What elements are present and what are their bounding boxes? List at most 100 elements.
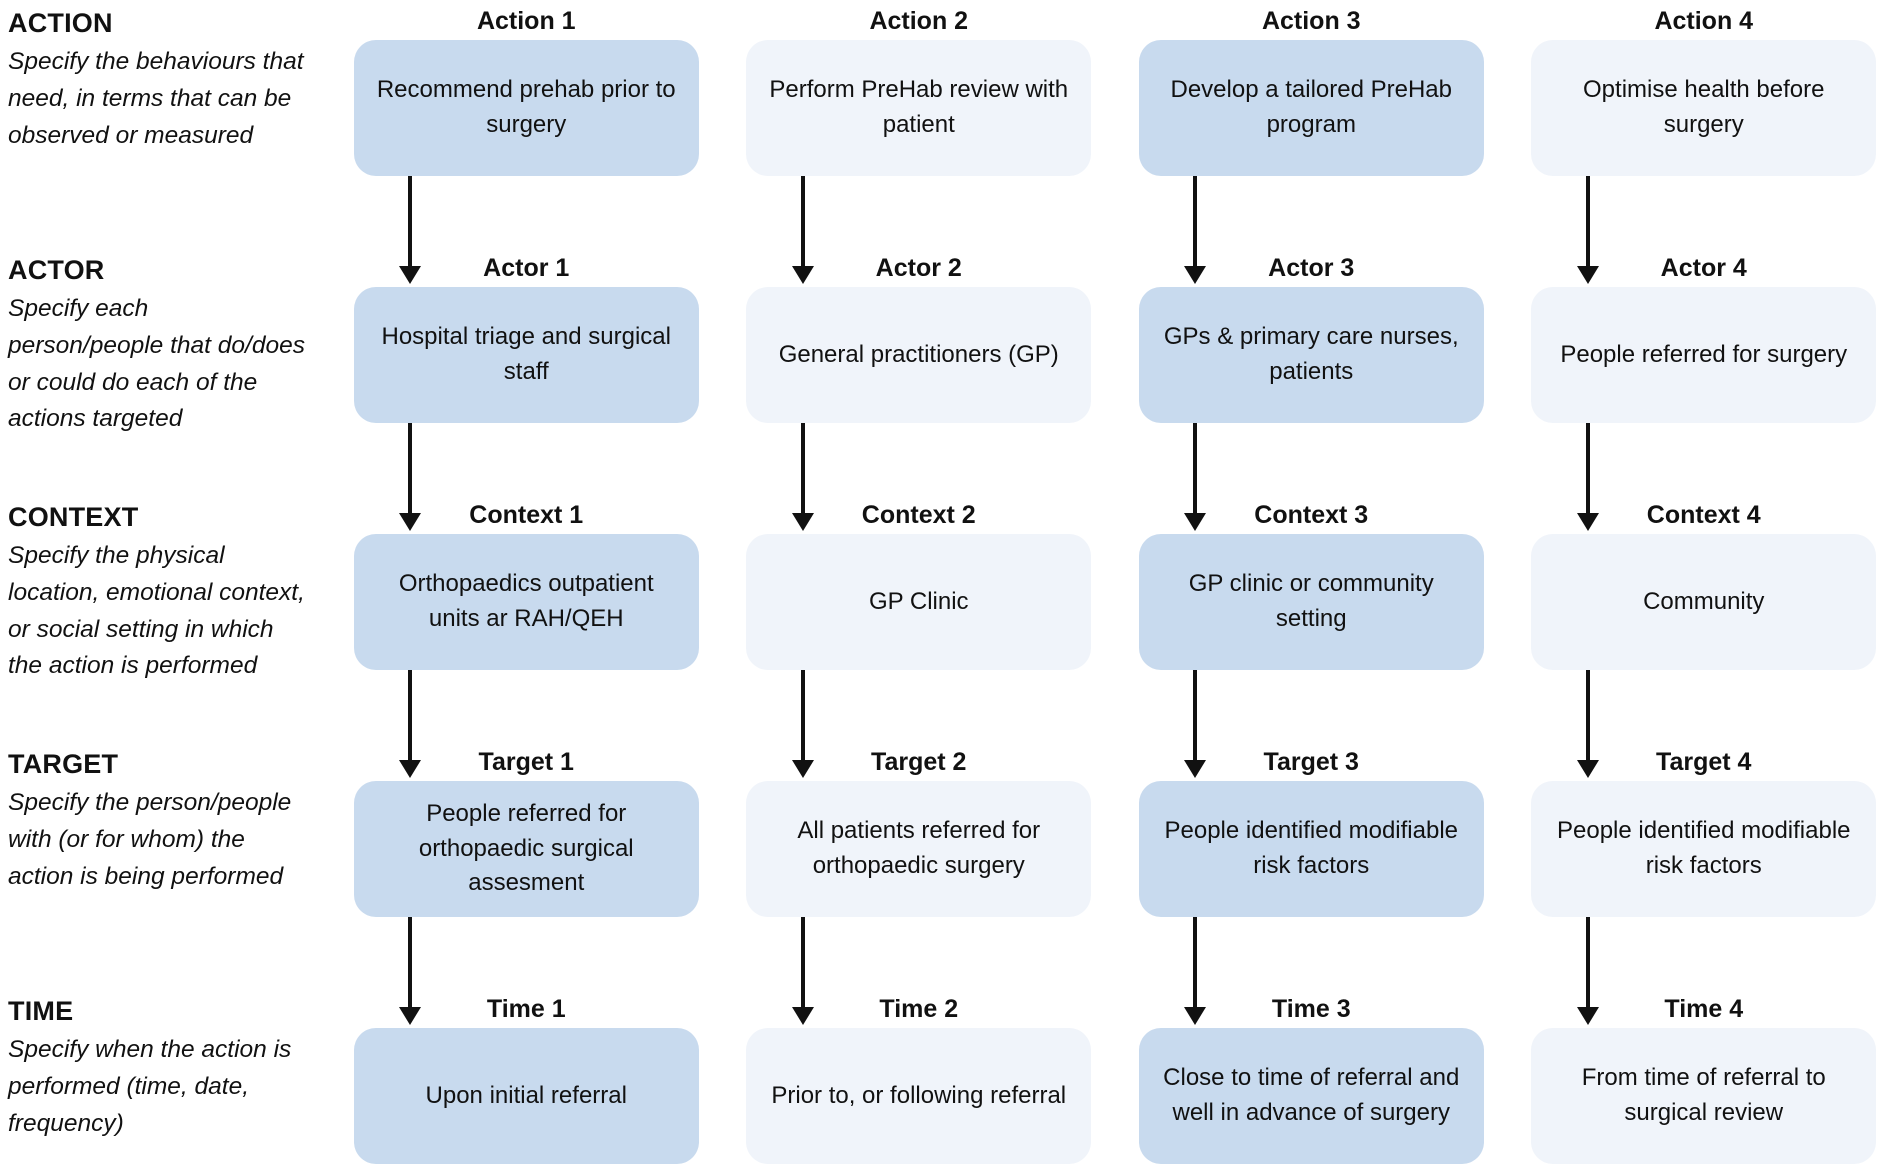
arrow-shaft (800, 176, 805, 267)
arrow-shaft (408, 176, 412, 267)
box-text: Recommend prehab prior to surgery (376, 76, 676, 138)
flow-cell: Context 2 GP Clinic (723, 423, 1116, 741)
box-text: From time of referral to surgical review (1581, 1064, 1826, 1126)
box-text: General practitioners (GP) (778, 340, 1059, 368)
cell-header: Actor 4 (1660, 254, 1747, 282)
row-description: Specify when the action is performed (ti… (8, 1036, 292, 1137)
arrow-shaft (800, 423, 805, 514)
flow-cell: Target 1 People referred for orthopaedic… (330, 670, 723, 988)
row-label-cell: TIME Specify when the action is performe… (0, 988, 330, 1170)
arrow-shaft (408, 423, 412, 514)
flow-box: Prior to, or following referral (746, 1028, 1092, 1164)
arrow-shaft (1193, 176, 1197, 267)
cell-header: Action 3 (1261, 7, 1361, 35)
arrow-shaft (1585, 176, 1590, 267)
cell-header: Time 2 (879, 995, 959, 1023)
arrow-shaft (408, 917, 412, 1008)
box-text: Close to time of referral and well in ad… (1163, 1064, 1460, 1126)
flow-cell: Actor 4 People referred for surgery (1508, 176, 1900, 494)
cell-header: Action 1 (476, 7, 576, 35)
box-text: Develop a tailored PreHab program (1170, 76, 1453, 138)
cell-header: Action 4 (1654, 7, 1754, 35)
flow-box: GP clinic or community setting (1138, 534, 1484, 670)
row-label-cell: TARGET Specify the person/people with (o… (0, 741, 330, 988)
cell-header: Actor 1 (483, 254, 570, 282)
flow-box: Orthopaedics outpatient units ar RAH/QEH (353, 534, 699, 670)
flow-cell: Actor 3 GPs & primary care nurses, patie… (1115, 176, 1508, 494)
flow-cell: Time 1 Upon initial referral (330, 917, 723, 1170)
flow-box: People identified modifiable risk factor… (1138, 781, 1484, 917)
row-description: Specify the physical location, emotional… (8, 542, 305, 680)
flow-cell: Context 3 GP clinic or community setting (1115, 423, 1508, 741)
box-text: All patients referred for orthopaedic su… (797, 817, 1041, 879)
flow-box: GP Clinic (746, 534, 1092, 670)
flow-box: GPs & primary care nurses, patients (1138, 287, 1484, 423)
cell-header: Time 4 (1664, 995, 1744, 1023)
flow-box: Upon initial referral (353, 1028, 699, 1164)
arrow-shaft (1193, 917, 1197, 1008)
flow-box: Optimise health before surgery (1531, 40, 1877, 176)
cell-header: Actor 2 (875, 254, 962, 282)
flow-box: From time of referral to surgical review (1531, 1028, 1877, 1164)
arrow-shaft (800, 917, 805, 1008)
flow-box: Develop a tailored PreHab program (1138, 40, 1484, 176)
box-text: People identified modifiable risk factor… (1556, 817, 1851, 879)
arrow-shaft (1193, 670, 1197, 761)
row-label-cell: ACTOR Specify each person/people that do… (0, 247, 330, 494)
row-label: TARGET (8, 749, 119, 779)
box-text: GP Clinic (868, 587, 969, 615)
box-text: GPs & primary care nurses, patients (1163, 323, 1459, 385)
cell-header: Actor 3 (1268, 254, 1355, 282)
cell-header: Context 3 (1254, 501, 1369, 529)
row-label: TIME (8, 996, 74, 1026)
box-text: Community (1643, 587, 1765, 615)
cell-header: Target 4 (1656, 748, 1752, 776)
box-text: GP clinic or community setting (1188, 570, 1434, 632)
arrow-shaft (1585, 917, 1590, 1008)
box-text: Hospital triage and surgical staff (381, 323, 672, 385)
flow-box: Perform PreHab review with patient (746, 40, 1092, 176)
flow-box: All patients referred for orthopaedic su… (746, 781, 1092, 917)
cell-header: Context 1 (469, 501, 584, 529)
row-description: Specify the person/people with (or for w… (8, 789, 292, 890)
flow-box: Community (1531, 534, 1877, 670)
flow-cell: Target 2 All patients referred for ortho… (723, 670, 1116, 988)
flow-cell: Target 3 People identified modifiable ri… (1115, 670, 1508, 988)
flow-box: Recommend prehab prior to surgery (353, 40, 699, 176)
flow-cell: Context 4 Community (1508, 423, 1900, 741)
row-label-cell: ACTION Specify the behaviours that need,… (0, 0, 330, 247)
cell-header: Context 4 (1646, 501, 1761, 529)
cell-header: Context 2 (861, 501, 976, 529)
flow-cell: Time 4 From time of referral to surgical… (1508, 917, 1900, 1170)
flow-cell: Action 1 Recommend prehab prior to surge… (330, 0, 723, 247)
flow-cell: Action 3 Develop a tailored PreHab progr… (1115, 0, 1508, 247)
arrow-shaft (800, 670, 805, 761)
flow-box: Close to time of referral and well in ad… (1138, 1028, 1484, 1164)
row-description: Specify the behaviours that need, in ter… (8, 48, 304, 149)
flow-cell: Time 3 Close to time of referral and wel… (1115, 917, 1508, 1170)
box-text: Optimise health before surgery (1583, 76, 1825, 138)
box-text: Prior to, or following referral (771, 1081, 1067, 1109)
flow-box: People referred for surgery (1531, 287, 1877, 423)
flow-cell: Context 1 Orthopaedics outpatient units … (330, 423, 723, 741)
flow-box: Hospital triage and surgical staff (353, 287, 699, 423)
box-text: People identified modifiable risk factor… (1164, 817, 1459, 879)
row-label: CONTEXT (8, 502, 139, 532)
box-text: Upon initial referral (425, 1081, 627, 1109)
flow-cell: Action 4 Optimise health before surgery (1508, 0, 1900, 247)
arrow-shaft (1585, 423, 1590, 514)
box-text: People referred for surgery (1560, 340, 1848, 368)
flow-box: General practitioners (GP) (746, 287, 1092, 423)
arrow-shaft (1585, 670, 1590, 761)
flow-cell: Action 2 Perform PreHab review with pati… (723, 0, 1116, 247)
row-label: ACTION (8, 8, 113, 38)
row-label-cell: CONTEXT Specify the physical location, e… (0, 494, 330, 741)
arrow-shaft (1193, 423, 1197, 514)
cell-header: Time 1 (486, 995, 566, 1023)
flow-cell: Actor 1 Hospital triage and surgical sta… (330, 176, 723, 494)
flow-box: People identified modifiable risk factor… (1531, 781, 1877, 917)
flow-box: People referred for orthopaedic surgical… (353, 781, 699, 917)
cell-header: Target 3 (1263, 748, 1359, 776)
